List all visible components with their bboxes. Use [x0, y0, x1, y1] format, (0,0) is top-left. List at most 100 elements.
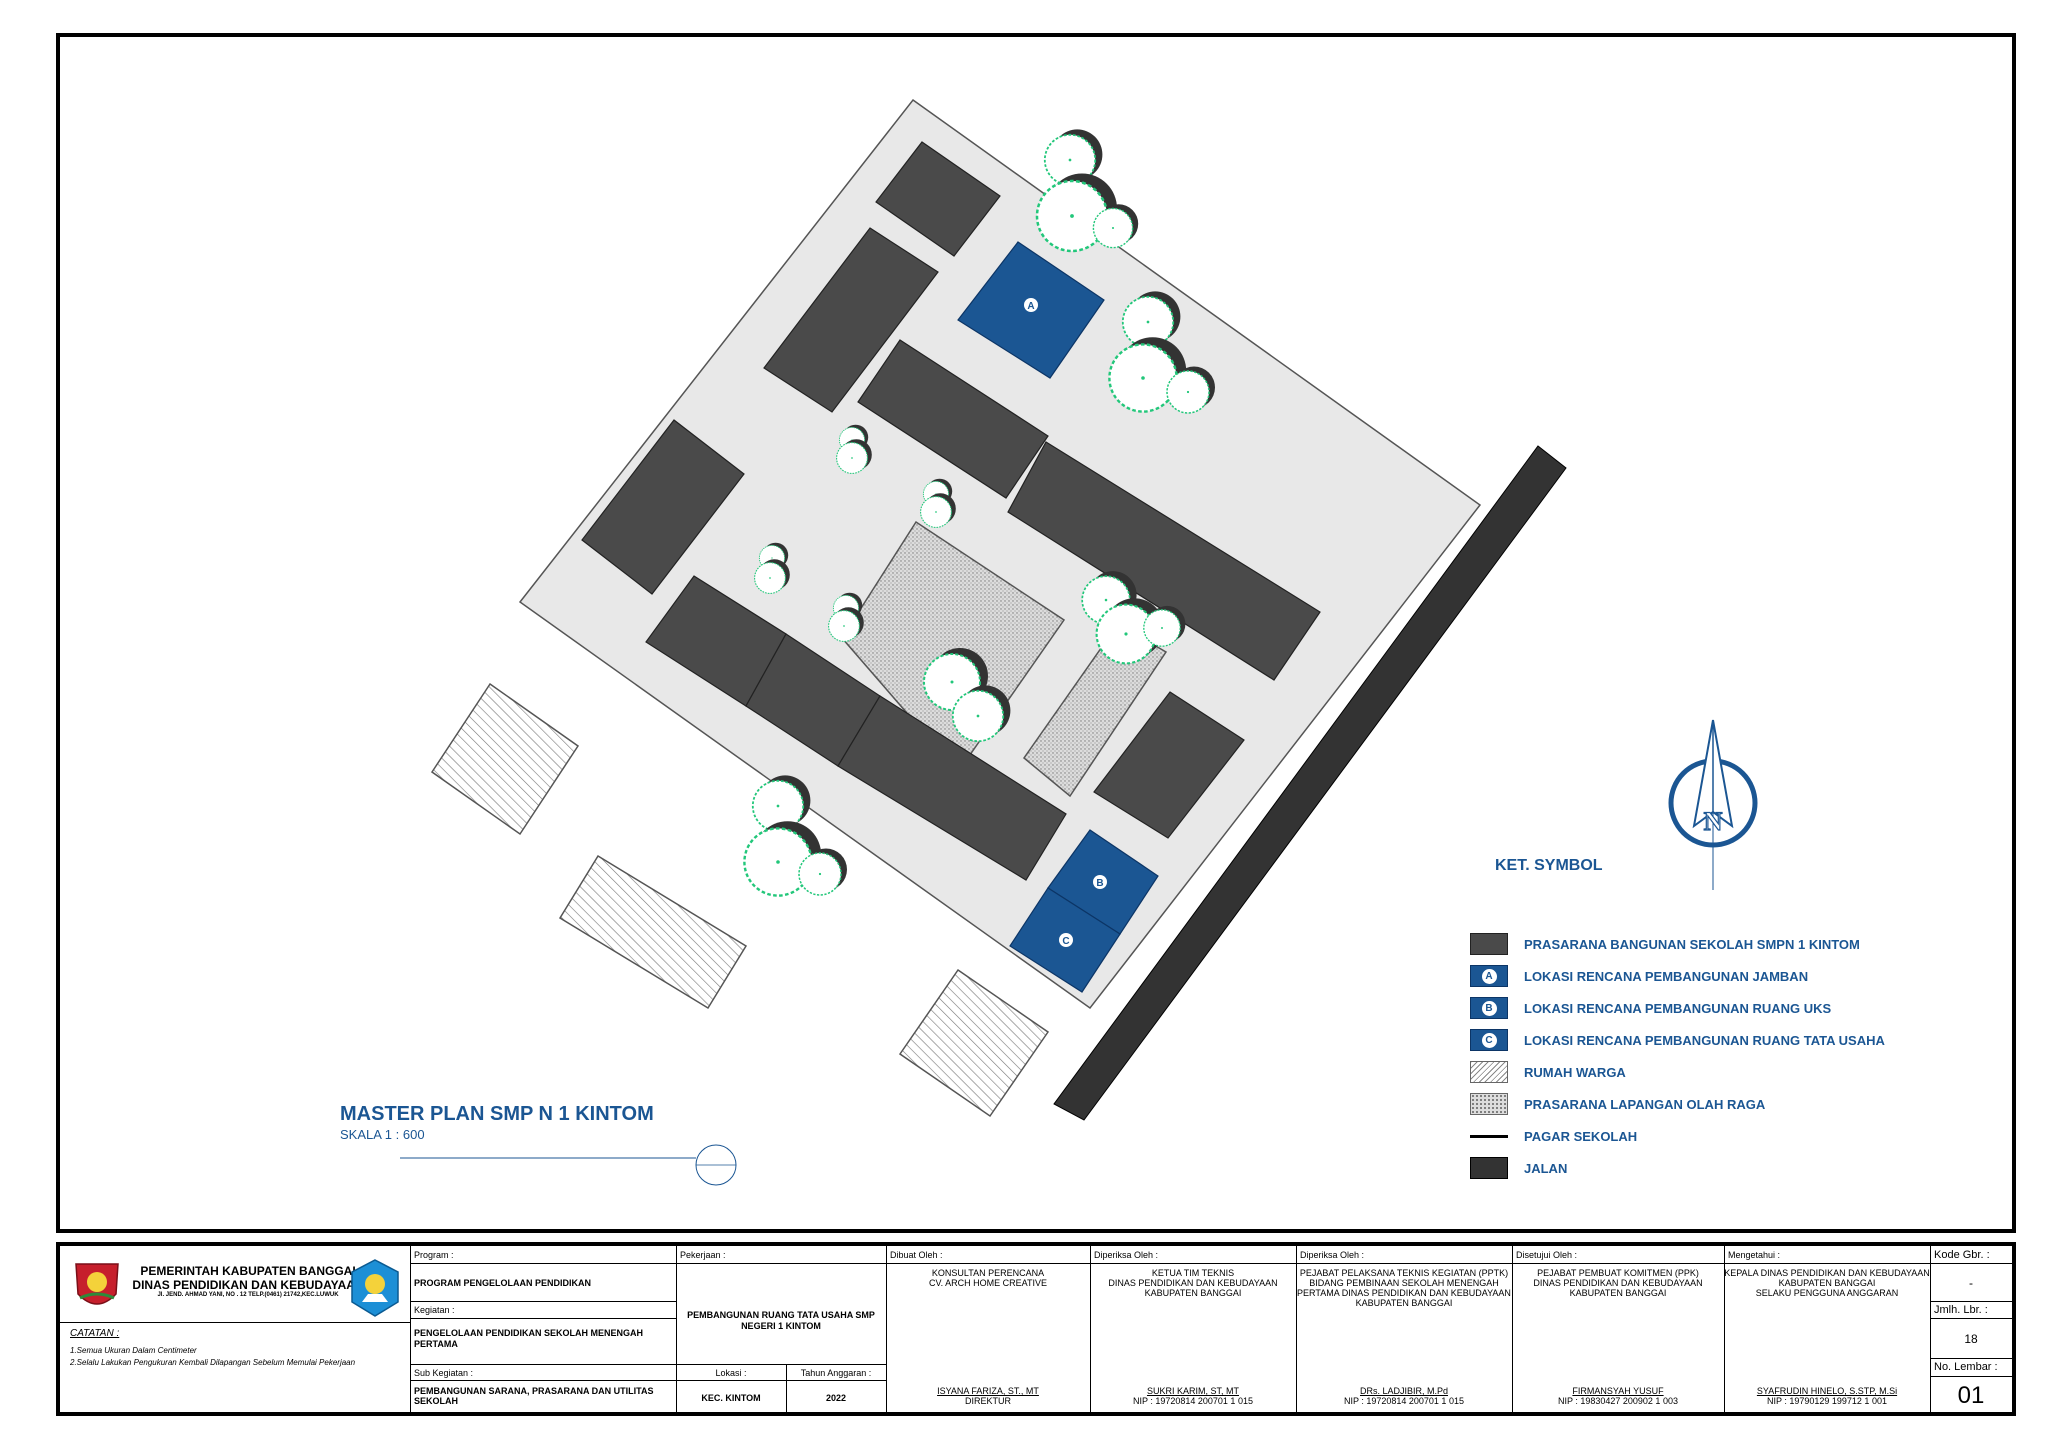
- note-2: 2.Selalu Lakukan Pengukuran Kembali Dila…: [70, 1358, 356, 1367]
- building-swatch: [1470, 933, 1508, 955]
- mengetahui-org: KEPALA DINAS PENDIDIKAN DAN KEBUDAYAAN K…: [1724, 1268, 1930, 1298]
- legend-item-jamban: A LOKASI RENCANA PEMBANGUNAN JAMBAN: [1470, 964, 1808, 988]
- dibuat-org-line: KONSULTAN PERENCANA: [931, 1268, 1045, 1278]
- disetujui-org-line: PEJABAT PEMBUAT KOMITMEN (PPK): [1537, 1268, 1699, 1278]
- kegiatan-label: Kegiatan :: [414, 1305, 455, 1315]
- legend-label: PRASARANA BANGUNAN SEKOLAH SMPN 1 KINTOM: [1524, 936, 1860, 952]
- dibuat-signatory: ISYANA FARIZA, ST., MT DIREKTUR: [886, 1386, 1090, 1406]
- marker-b-label: B: [1096, 878, 1103, 889]
- road-swatch: [1470, 1157, 1508, 1179]
- diperiksa2-label: Diperiksa Oleh :: [1300, 1250, 1365, 1260]
- building: [1093, 691, 1245, 839]
- dibuat-name: ISYANA FARIZA, ST., MT: [937, 1386, 1039, 1396]
- diperiksa1-org-line: DINAS PENDIDIKAN DAN KEBUDAYAAN: [1108, 1278, 1278, 1288]
- legend-item-jalan: JALAN: [1470, 1156, 1567, 1180]
- location-b-swatch: B: [1470, 997, 1508, 1019]
- badge-a: A: [1481, 968, 1497, 984]
- legend-item-building: PRASARANA BANGUNAN SEKOLAH SMPN 1 KINTOM: [1470, 932, 1860, 956]
- disetujui-signatory: FIRMANSYAH YUSUF NIP : 19830427 200902 1…: [1512, 1386, 1724, 1406]
- mengetahui-org-line: KABUPATEN BANGGAI: [1778, 1278, 1876, 1288]
- dibuat-label: Dibuat Oleh :: [890, 1250, 943, 1260]
- disetujui-org: PEJABAT PEMBUAT KOMITMEN (PPK) DINAS PEN…: [1512, 1268, 1724, 1298]
- pekerjaan-value: PEMBANGUNAN RUANG TATA USAHA SMP NEGERI …: [687, 1310, 875, 1331]
- diperiksa1-signatory: SUKRI KARIM, ST, MT NIP : 19720814 20070…: [1090, 1386, 1296, 1406]
- badge-b: B: [1481, 1000, 1497, 1016]
- diperiksa2-name: DRs. LADJIBIR, M.Pd: [1359, 1386, 1449, 1396]
- mengetahui-label: Mengetahui :: [1728, 1250, 1781, 1260]
- diperiksa2-nip: NIP : 19720814 200701 1 015: [1344, 1396, 1464, 1406]
- mengetahui-signatory: SYAFRUDIN HINELO, S.STP, M.Si NIP : 1979…: [1724, 1386, 1930, 1406]
- drawing-frame: [56, 33, 2016, 1233]
- sub-kegiatan-label: Sub Kegiatan :: [414, 1368, 474, 1378]
- org-address: Jl. JEND. AHMAD YANI, NO . 12 TELP.(0461…: [157, 1292, 339, 1298]
- north-label: N: [1704, 807, 1723, 836]
- title-block: PEMERINTAH KABUPATEN BANGGAI DINAS PENDI…: [56, 1242, 2016, 1416]
- legend-label: PRASARANA LAPANGAN OLAH RAGA: [1524, 1096, 1766, 1112]
- disetujui-nip: NIP : 19830427 200902 1 003: [1558, 1396, 1678, 1406]
- org-header: PEMERINTAH KABUPATEN BANGGAI DINAS PENDI…: [66, 1252, 399, 1318]
- disetujui-name: FIRMANSYAH YUSUF: [1572, 1386, 1664, 1396]
- tut-wuri-handayani-logo-icon: [351, 1259, 399, 1317]
- diperiksa2-signatory: DRs. LADJIBIR, M.Pd NIP : 19720814 20070…: [1296, 1386, 1512, 1406]
- house-swatch: [1470, 1061, 1508, 1083]
- fence-swatch: [1470, 1134, 1508, 1138]
- location-c-swatch: C: [1470, 1029, 1508, 1051]
- kode-gbr-label: Kode Gbr. :: [1934, 1249, 1990, 1261]
- diperiksa1-label: Diperiksa Oleh :: [1094, 1250, 1159, 1260]
- field-swatch: [1470, 1093, 1508, 1115]
- marker-c: C: [1059, 933, 1073, 947]
- legend-label: LOKASI RENCANA PEMBANGUNAN RUANG TATA US…: [1524, 1032, 1885, 1048]
- program-value: PROGRAM PENGELOLAAN PENDIDIKAN: [414, 1278, 592, 1288]
- diperiksa1-nip: NIP : 19720814 200701 1 015: [1133, 1396, 1253, 1406]
- residential-houses: [430, 682, 1050, 1118]
- notes-title: CATATAN :: [70, 1328, 120, 1339]
- disetujui-org-line: DINAS PENDIDIKAN DAN KEBUDAYAAN: [1533, 1278, 1703, 1288]
- org-line1: PEMERINTAH KABUPATEN BANGGAI: [140, 1264, 356, 1278]
- no-lembar-value: 01: [1957, 1382, 1985, 1409]
- mengetahui-org-line: KEPALA DINAS PENDIDIKAN DAN KEBUDAYAAN: [1724, 1268, 1930, 1278]
- marker-b: B: [1093, 875, 1107, 889]
- legend-item-uks: B LOKASI RENCANA PEMBANGUNAN RUANG UKS: [1470, 996, 1831, 1020]
- legend-item-tata-usaha: C LOKASI RENCANA PEMBANGUNAN RUANG TATA …: [1470, 1028, 1885, 1052]
- org-line2: DINAS PENDIDIKAN DAN KEBUDAYAAN: [132, 1278, 364, 1292]
- legend-title: KET. SYMBOL: [1495, 857, 1603, 874]
- house: [898, 968, 1050, 1118]
- note-1: 1.Semua Ukuran Dalam Centimeter: [70, 1346, 197, 1355]
- tahun-value: 2022: [825, 1393, 847, 1403]
- diperiksa2-org-line: KABUPATEN BANGGAI: [1355, 1298, 1453, 1308]
- diperiksa1-org: KETUA TIM TEKNIS DINAS PENDIDIKAN DAN KE…: [1090, 1268, 1296, 1298]
- disetujui-label: Disetujui Oleh :: [1516, 1250, 1578, 1260]
- badge-c: C: [1481, 1032, 1497, 1048]
- building: [581, 419, 745, 595]
- lokasi-value: KEC. KINTOM: [701, 1393, 761, 1403]
- building: [763, 227, 939, 413]
- legend-label: PAGAR SEKOLAH: [1524, 1128, 1638, 1144]
- tahun-label: Tahun Anggaran :: [800, 1368, 872, 1378]
- house: [430, 682, 580, 836]
- diperiksa2-org-line: PEJABAT PELAKSANA TEKNIS KEGIATAN (PPTK): [1299, 1268, 1509, 1278]
- marker-a-label: A: [1027, 301, 1034, 312]
- site-boundary: [518, 98, 1482, 1010]
- diperiksa2-org-line: BIDANG PEMBINAAN SEKOLAH MENENGAH: [1309, 1278, 1499, 1288]
- scale-marker: [400, 1144, 737, 1186]
- north-arrow-icon: N: [1668, 719, 1758, 890]
- mengetahui-nip: NIP : 19790129 199712 1 001: [1767, 1396, 1887, 1406]
- dibuat-role: DIREKTUR: [964, 1396, 1011, 1406]
- marker-c-label: C: [1062, 936, 1069, 947]
- mengetahui-name: SYAFRUDIN HINELO, S.STP, M.Si: [1756, 1386, 1898, 1396]
- kode-gbr-value: -: [1969, 1276, 1973, 1290]
- banggai-logo-icon: [75, 1263, 119, 1305]
- location-markers: A B C: [1024, 298, 1107, 947]
- dibuat-org: KONSULTAN PERENCANA CV. ARCH HOME CREATI…: [886, 1268, 1090, 1288]
- legend-item-pagar: PAGAR SEKOLAH: [1470, 1124, 1637, 1148]
- legend-label: LOKASI RENCANA PEMBANGUNAN RUANG UKS: [1524, 1000, 1832, 1016]
- dibuat-org-line: CV. ARCH HOME CREATIVE: [928, 1278, 1048, 1288]
- disetujui-org-line: KABUPATEN BANGGAI: [1569, 1288, 1667, 1298]
- building: [1007, 441, 1321, 681]
- diperiksa1-name: SUKRI KARIM, ST, MT: [1146, 1386, 1239, 1396]
- building: [857, 339, 1049, 499]
- program-label: Program :: [414, 1250, 454, 1260]
- kegiatan-value: PENGELOLAAN PENDIDIKAN SEKOLAH MENENGAH …: [414, 1328, 644, 1349]
- diperiksa1-org-line: KETUA TIM TEKNIS: [1151, 1268, 1235, 1278]
